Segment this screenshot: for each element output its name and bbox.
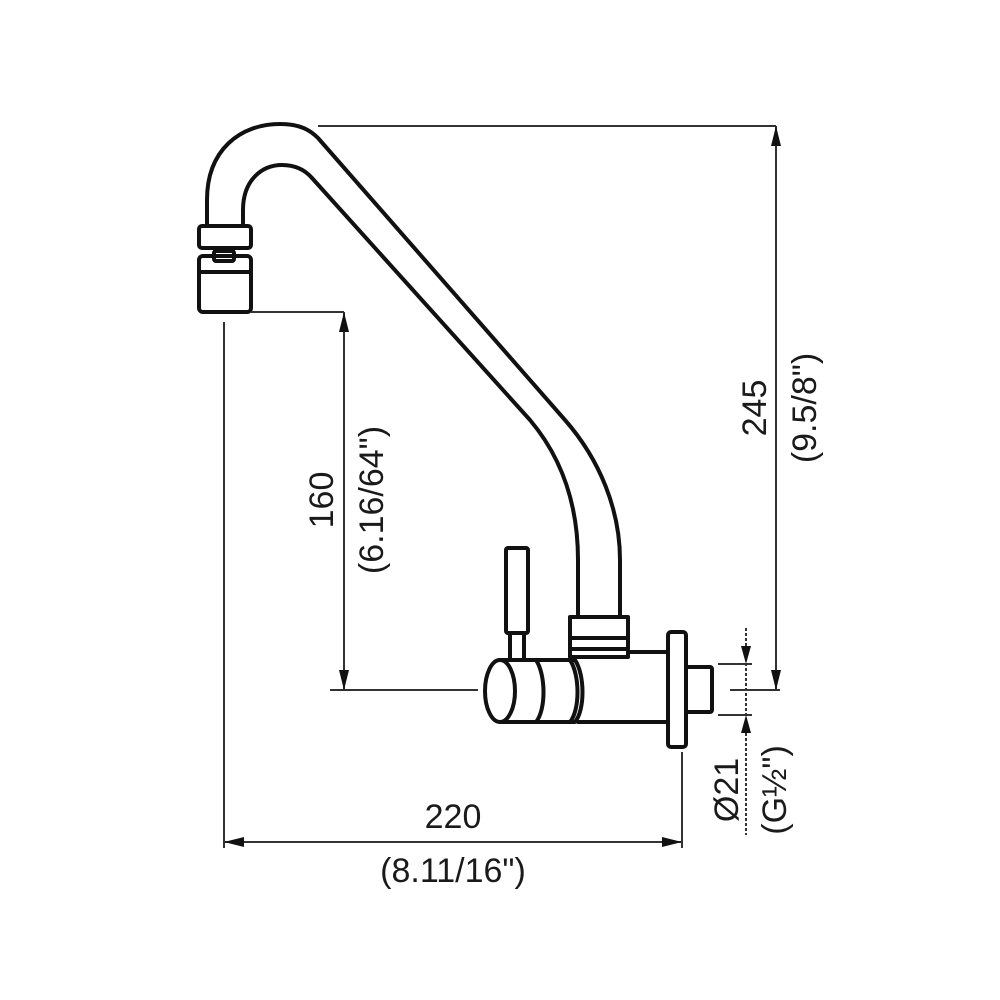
faucet [197, 122, 714, 749]
overall-reach-value: 220 [425, 798, 482, 836]
arrow-right-icon [662, 837, 682, 847]
inlet-connector [684, 665, 714, 714]
overall-height-imperial: (9.5/8") [786, 353, 824, 463]
aerator-body [197, 254, 253, 314]
inlet-diameter-imperial: (G½") [756, 745, 794, 835]
arrow-left-icon [224, 837, 244, 847]
arrow-down-icon [771, 670, 781, 690]
handle-lever [504, 546, 530, 635]
spout-inner-edge [241, 163, 580, 619]
overall-reach-imperial: (8.11/16") [380, 852, 526, 890]
aerator-ring [197, 224, 253, 250]
spout-collar [568, 615, 630, 651]
dimension-spout-height: 160 (6.16/64") [251, 311, 478, 691]
cartridge-cap [483, 658, 517, 724]
arrow-up-icon [339, 312, 349, 332]
arrow-down-icon [741, 646, 751, 664]
arrow-up-icon [741, 715, 751, 733]
overall-height-value: 245 [736, 380, 774, 437]
arrow-up-icon [771, 126, 781, 146]
spout-height-value: 160 [303, 472, 341, 529]
dimension-overall-height: 245 (9.5/8") [318, 125, 824, 691]
cartridge-cylinder [498, 658, 585, 724]
dimension-overall-reach: 220 (8.11/16") [223, 322, 683, 890]
handle-stem [508, 631, 526, 662]
inlet-diameter-value: Ø21 [708, 758, 746, 822]
spout-outer-edge [205, 122, 622, 619]
wall-flange [666, 630, 688, 749]
valve-body [568, 648, 670, 724]
cartridge-ring-2 [568, 658, 580, 724]
arrow-down-icon [339, 670, 349, 690]
cartridge-ring [534, 658, 546, 724]
dimension-inlet-diameter: Ø21 (G½") [708, 628, 794, 835]
spout-height-imperial: (6.16/64") [353, 426, 391, 574]
